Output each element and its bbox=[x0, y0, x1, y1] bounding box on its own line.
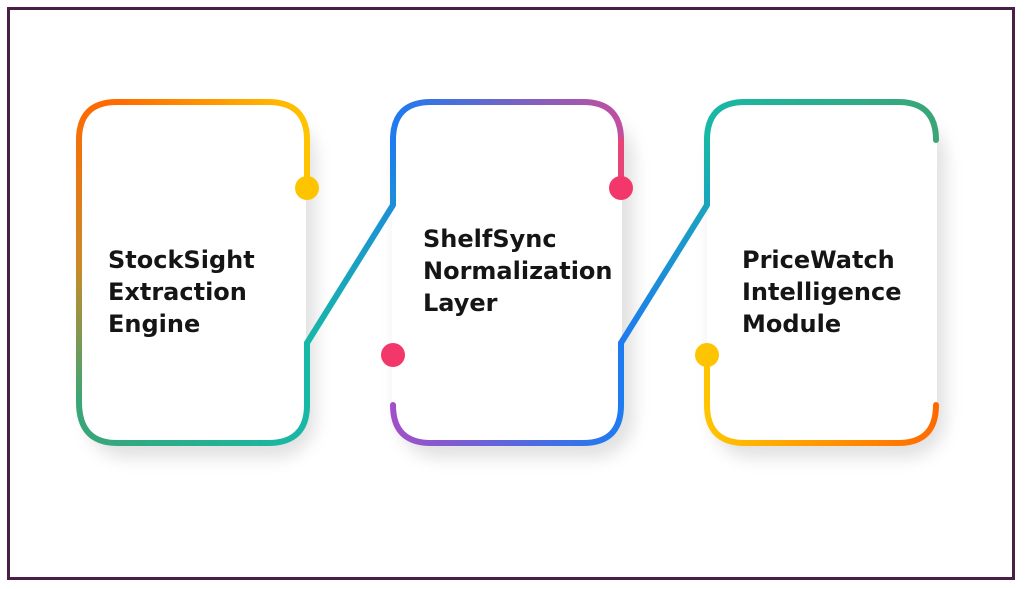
stage-3-title: PriceWatch Intelligence Module bbox=[742, 244, 902, 340]
stage-3-title-line-2: Intelligence bbox=[742, 278, 902, 306]
stage-2-title-line-2: Normalization bbox=[423, 257, 613, 285]
stage-3-title-line-3: Module bbox=[742, 310, 842, 338]
stage-1-title-line-2: Extraction bbox=[108, 278, 247, 306]
stage-3-outline bbox=[704, 99, 939, 446]
stage-2-title: ShelfSync Normalization Layer bbox=[423, 223, 613, 319]
stage-2-title-line-3: Layer bbox=[423, 289, 498, 317]
stage-3-title-line-1: PriceWatch bbox=[742, 246, 895, 274]
stage-1-title-line-3: Engine bbox=[108, 310, 201, 338]
stage-1-endpoint-dot bbox=[295, 176, 319, 200]
connector-2-3 bbox=[618, 137, 710, 346]
stage-1-title-line-1: StockSight bbox=[108, 246, 255, 274]
stage-2-title-line-1: ShelfSync bbox=[423, 225, 557, 253]
stage-1-title: StockSight Extraction Engine bbox=[108, 244, 255, 340]
stage-2-start-dot bbox=[381, 343, 405, 367]
card-backgrounds bbox=[80, 102, 937, 442]
stage-1-outline bbox=[76, 99, 310, 446]
stage-2-endpoint-dot bbox=[609, 176, 633, 200]
stage-3-start-dot bbox=[695, 343, 719, 367]
connector-1-2 bbox=[304, 137, 396, 346]
